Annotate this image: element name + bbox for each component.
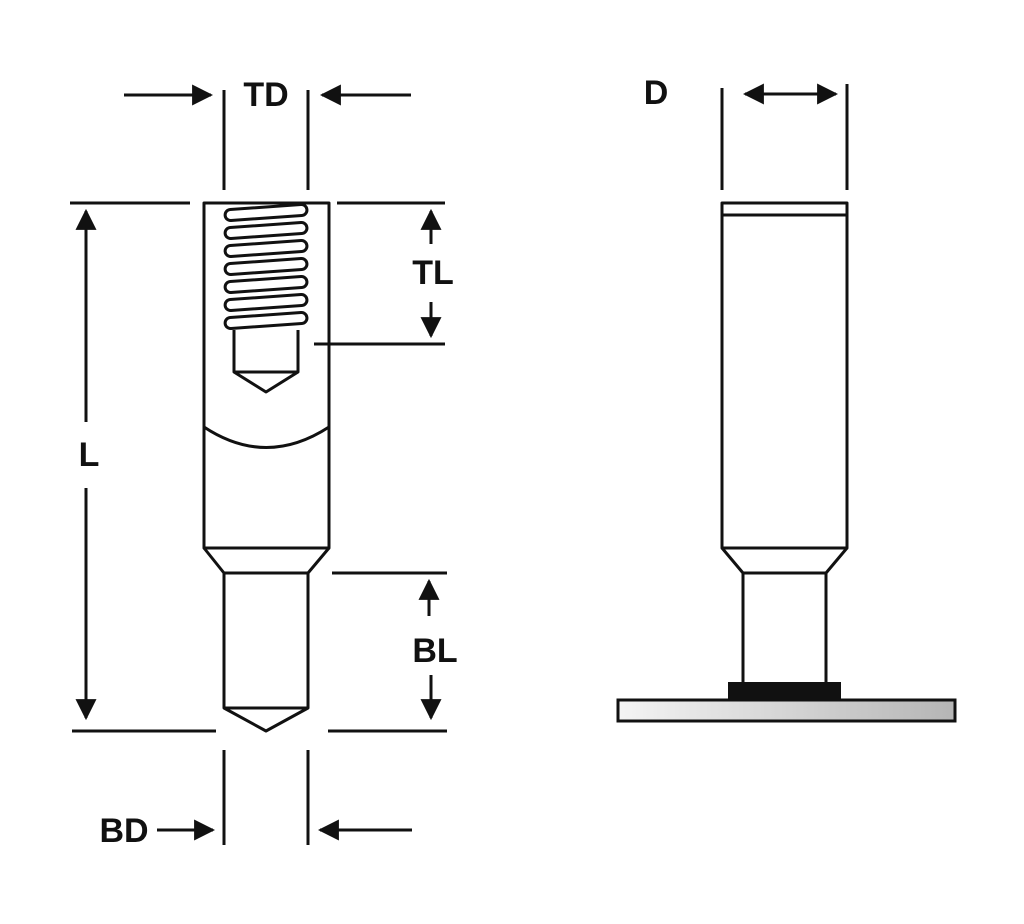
bl-dimension xyxy=(328,571,447,733)
l-label: L xyxy=(79,436,100,474)
bd-dimension xyxy=(157,750,412,845)
tl-dimension xyxy=(314,201,445,346)
tl-label: TL xyxy=(412,254,454,292)
d-label: D xyxy=(644,74,669,112)
thread-coil xyxy=(223,293,309,312)
l-dimension xyxy=(70,201,216,733)
thread-coil xyxy=(223,311,309,330)
body-chamfer xyxy=(202,547,331,575)
welded-stud-side-view xyxy=(720,201,849,682)
thread-coil xyxy=(223,221,309,240)
bd-label: BD xyxy=(99,812,148,850)
tap-hole xyxy=(232,330,300,394)
weld-fillet xyxy=(728,682,841,700)
base-pin xyxy=(222,573,310,733)
side-chamfer xyxy=(720,547,849,575)
base-plate xyxy=(616,698,957,723)
internal-thread xyxy=(223,203,309,330)
td-dimension xyxy=(124,84,411,190)
thread-coil xyxy=(223,203,309,222)
thread-coil xyxy=(223,257,309,276)
side-pin xyxy=(741,573,828,682)
td-label: TD xyxy=(243,76,288,114)
tapped-stud-front-view xyxy=(202,201,331,733)
thread-coil xyxy=(223,275,309,294)
bl-label: BL xyxy=(412,632,457,670)
body-curve xyxy=(203,425,330,449)
stud-body xyxy=(202,201,331,550)
d-dimension xyxy=(720,83,849,190)
thread-coil xyxy=(223,239,309,258)
stud-body-side xyxy=(720,201,849,550)
